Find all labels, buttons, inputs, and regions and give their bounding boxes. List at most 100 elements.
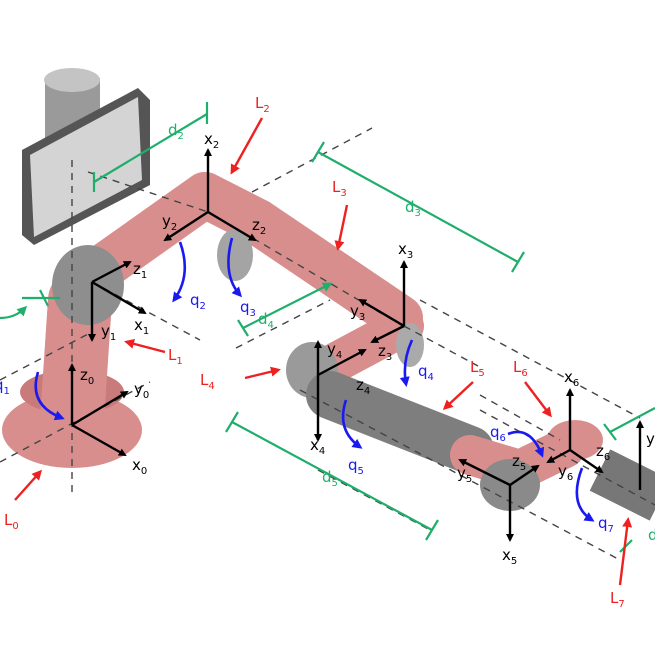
dashed-reference-line <box>0 331 93 381</box>
z-axis-label-subscript: 2 <box>260 226 266 237</box>
frame-7: y <box>636 420 655 490</box>
joint-label-subscript: 4 <box>428 372 434 383</box>
link-label-subscript: 5 <box>478 368 484 379</box>
link-label-subscript: 2 <box>263 104 269 115</box>
z-axis-label: z3 <box>378 342 392 363</box>
z-axis-arrow <box>91 260 132 284</box>
z-axis-label: z4 <box>356 376 370 397</box>
x-axis-label-symbol: x <box>132 456 141 474</box>
dashed-reference-line <box>419 299 641 419</box>
z-axis-label-symbol: z <box>80 366 88 384</box>
rotation-arrow <box>507 430 545 458</box>
y-axis-arrow <box>358 298 405 328</box>
y-axis-label-symbol: y <box>457 464 466 482</box>
joint-label-subscript: 6 <box>500 433 506 444</box>
x-axis-label-subscript: 4 <box>319 446 325 457</box>
z-axis-label: z1 <box>133 260 147 281</box>
x-axis-label-symbol: x <box>398 240 407 258</box>
dimension-label: d3 <box>405 198 421 219</box>
joint-label: q2 <box>190 291 206 312</box>
x-axis-label-subscript: 0 <box>141 466 147 477</box>
x-axis-arrow <box>91 280 147 315</box>
z-axis-label: z5 <box>512 452 526 473</box>
y-axis-label-symbol: y <box>134 380 143 398</box>
z-axis-label: z0 <box>80 366 94 387</box>
link-label-symbol: L <box>332 178 341 196</box>
y-axis-label: y3 <box>350 302 365 323</box>
dashed-reference-line <box>403 325 479 367</box>
dimension-label: d5 <box>322 468 338 489</box>
link-pointer-arrow <box>14 469 42 501</box>
z-axis-label-subscript: 3 <box>386 352 392 363</box>
z-axis-label-symbol: z <box>512 452 520 470</box>
z-axis-label-symbol: z <box>252 216 260 234</box>
link-label-symbol: L <box>200 371 209 389</box>
pedestal-head <box>22 68 150 245</box>
z-axis-label-subscript: 0 <box>88 376 94 387</box>
y-axis-label-subscript: 1 <box>110 332 116 343</box>
y-axis-arrow <box>546 448 571 464</box>
rotation-arrow <box>575 467 595 522</box>
link-label-symbol: L <box>4 511 13 529</box>
link-label-symbol: L <box>168 346 177 364</box>
joint-label-subscript: 3 <box>250 308 256 319</box>
link-label-subscript: 0 <box>12 521 18 532</box>
z-axis-label-subscript: 1 <box>141 270 147 281</box>
dimension-line <box>317 151 519 263</box>
dimension-tick <box>511 251 525 273</box>
y-axis-label-symbol: y <box>327 340 336 358</box>
y-axis-label-subscript: 6 <box>567 472 573 483</box>
z-axis-arrow <box>317 348 367 377</box>
y-axis-label: y6 <box>558 462 573 483</box>
dimension-markers: d2 d3 d 4 d5 d <box>0 102 655 553</box>
link-label-symbol: L <box>255 94 264 112</box>
x-axis-label: x2 <box>204 130 219 151</box>
dimension-label-symbol: d <box>648 526 655 544</box>
y-axis-label: y5 <box>457 464 472 485</box>
x-axis-label-subscript: 1 <box>143 326 149 337</box>
dashed-reference-line <box>235 299 331 349</box>
z-axis-label-symbol: z <box>133 260 141 278</box>
link-label: L6 <box>513 358 528 379</box>
joint-label-symbol: q <box>598 514 608 532</box>
y-axis-arrow <box>458 458 511 487</box>
link-label-symbol: L <box>470 358 479 376</box>
dimension-tick <box>603 423 617 441</box>
link-label-subscript: 6 <box>521 368 527 379</box>
link-pointer-arrow <box>524 381 552 418</box>
x-axis-label-subscript: 3 <box>407 250 413 261</box>
joint-label-symbol: q <box>418 362 428 380</box>
z-axis-arrow <box>509 464 540 486</box>
dimension-label: d2 <box>168 121 184 142</box>
x-axis-label: x3 <box>398 240 413 261</box>
rotation-arrow <box>34 371 65 421</box>
y-axis-arrow <box>71 390 129 427</box>
link-label: L1 <box>168 346 183 367</box>
z-axis-label-symbol: z <box>356 376 364 394</box>
link-pointer-arrow <box>618 517 633 586</box>
z-axis-label: z6 <box>596 442 610 463</box>
link-label: L0 <box>4 511 19 532</box>
z-axis-label-subscript: 5 <box>520 462 526 473</box>
rotation-arrow <box>172 241 187 303</box>
dimension-label-symbol: d <box>168 121 178 139</box>
z-axis-label-subscript: 6 <box>604 452 610 463</box>
y-axis-label: y <box>646 430 655 448</box>
link-pointer-arrow <box>244 366 281 380</box>
z-axis-label-symbol: z <box>596 442 604 460</box>
x-axis-label-symbol: x <box>310 436 319 454</box>
y-axis-label-subscript: 4 <box>336 350 342 361</box>
y-axis-label-symbol: y <box>350 302 359 320</box>
x-axis-label: x6 <box>564 368 579 389</box>
dimension-tick <box>311 141 325 163</box>
link-label: L2 <box>255 94 270 115</box>
y-axis-label: y4 <box>327 340 342 361</box>
joint-label: q6 <box>490 423 506 444</box>
